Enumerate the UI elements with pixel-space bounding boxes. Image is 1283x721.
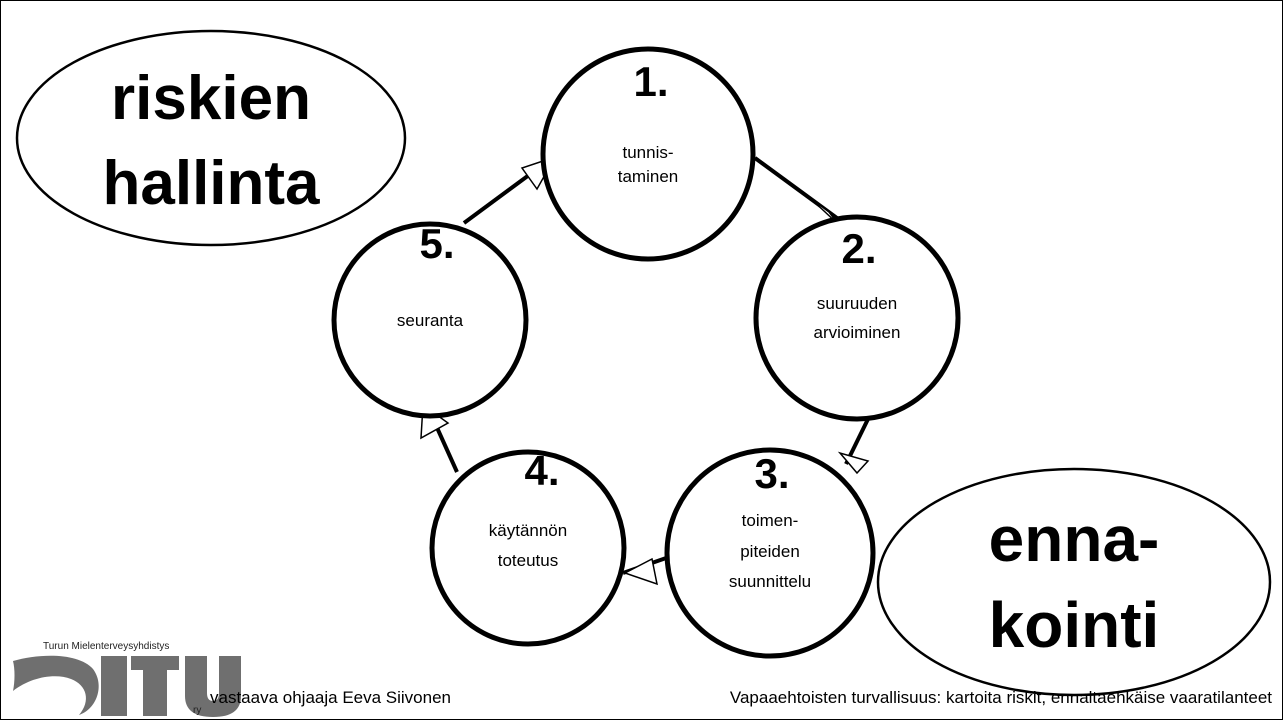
step-1-label-line-2: taminen (618, 167, 678, 186)
step-3-number: 3. (754, 450, 789, 497)
step-2-number: 2. (841, 225, 876, 272)
step-3-label-line-3: suunnittelu (729, 572, 811, 591)
logo-letter-t-stem (143, 656, 167, 716)
step-4-label-line-2: toteutus (498, 551, 559, 570)
step-5-number: 5. (419, 220, 454, 267)
footer-title: Vapaaehtoisten turvallisuus: kartoita ri… (730, 688, 1272, 707)
arrow-3-4 (623, 557, 658, 586)
subtitle-line-1: enna- (989, 503, 1160, 575)
arrow-2-3 (837, 451, 870, 475)
step-1-node: 1. tunnis- taminen (540, 46, 756, 262)
step-5-node: 5. seuranta (331, 220, 529, 419)
step-4-node: 4. käytännön toteutus (429, 447, 627, 647)
subtitle-line-2: kointi (989, 589, 1160, 661)
itu-logo: Turun Mielenterveysyhdistys ry (13, 641, 241, 717)
step-2-node: 2. suuruuden arvioiminen (753, 214, 961, 422)
step-3-label-line-2: piteiden (740, 542, 800, 561)
step-3-label-line-1: toimen- (742, 511, 799, 530)
title-oval: riskien hallinta (15, 29, 407, 247)
logo-leaf-icon (13, 655, 99, 715)
logo-letter-i (101, 656, 127, 716)
step-3-node: 3. toimen- piteiden suunnittelu (664, 447, 876, 659)
logo-org-name: Turun Mielenterveysyhdistys (43, 641, 169, 652)
subtitle-oval: enna- kointi (876, 467, 1272, 697)
step-2-label-line-2: arvioiminen (814, 323, 901, 342)
step-1-label-line-1: tunnis- (622, 143, 673, 162)
step-1-number: 1. (633, 58, 668, 105)
step-4-label-line-1: käytännön (489, 521, 567, 540)
logo-suffix: ry (193, 705, 201, 716)
step-5-label-line-1: seuranta (397, 311, 464, 330)
title-line-1: riskien (111, 64, 311, 133)
title-line-2: hallinta (102, 149, 320, 218)
logo-letter-u (185, 656, 241, 717)
step-4-number: 4. (524, 447, 559, 494)
footer-author: vastaava ohjaaja Eeva Siivonen (210, 688, 451, 707)
step-2-label-line-1: suuruuden (817, 294, 897, 313)
